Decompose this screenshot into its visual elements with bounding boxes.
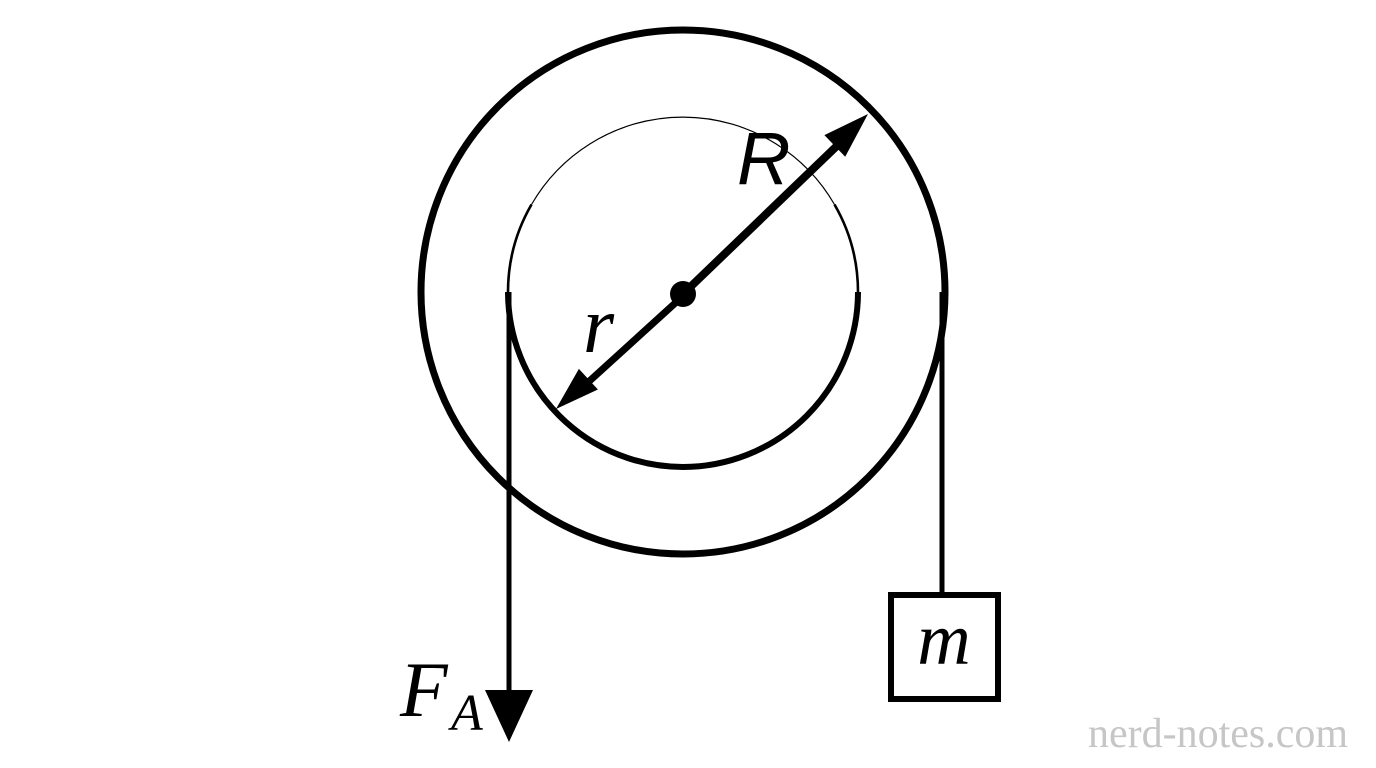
radius-R-label: R [737,117,790,200]
radius-R-arrow-shaft [680,138,845,297]
mass-label: m [917,599,970,681]
pulley-outer-wheel [417,26,949,558]
radius-R-arrowhead [824,114,868,157]
applied-force-label: F A [399,646,483,742]
pulley-inner-hub-right-arc [833,203,860,293]
radius-r-label: r [583,282,615,370]
applied-force-arrowhead [485,690,533,742]
pulley-inner-hub-arc [505,291,861,470]
radius-r-arrow-shaft [581,293,686,389]
applied-force-subscript: A [448,685,483,742]
pulley-inner-hub-top-arc [530,116,836,205]
applied-force-symbol: F [399,646,449,733]
pulley-inner-hub-left-arc [506,203,533,293]
mass-box [888,592,1001,702]
watermark-text: nerd-notes.com [1088,711,1348,757]
radius-r-arrowhead [556,368,598,409]
